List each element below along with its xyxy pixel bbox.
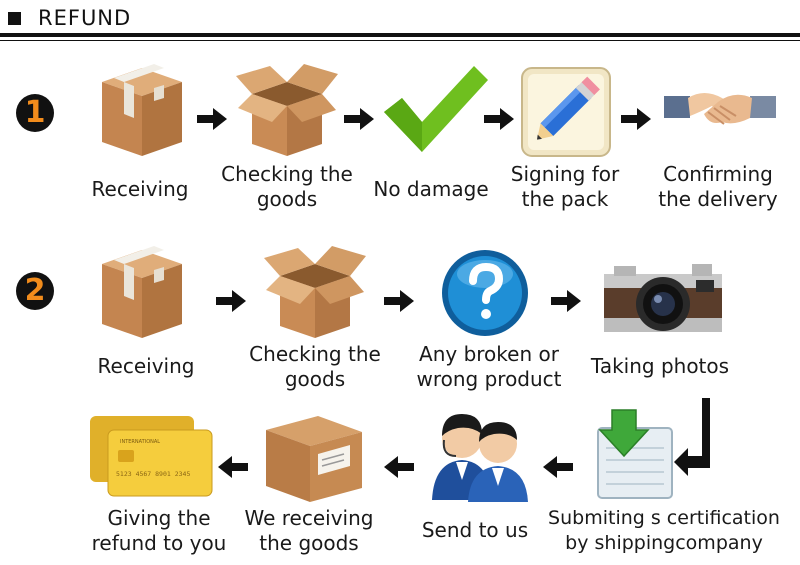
arrow-left-icon [218,456,248,478]
return-label-certification: Submiting s certification by shippingcom… [548,507,780,554]
step-1-label-no-damage: No damage [373,177,489,201]
support-agents-icon [432,414,528,502]
camera-icon [604,264,722,332]
step-2-label-broken: Any broken or wrong product [416,342,562,391]
step-2-label-receiving: Receiving [97,354,195,378]
arrow-left-icon [384,456,414,478]
page-title: REFUND [38,6,132,30]
arrow-right-icon [621,108,651,130]
step-2-label-photos: Taking photos [590,354,730,378]
step-1-label-signing: Signing for the pack [510,162,620,211]
credit-card-icon: INTERNATIONAL 5123 4567 8901 2345 [90,416,213,497]
header-rule-thin [0,40,800,41]
header: REFUND [0,0,800,44]
step-1-label-receiving: Receiving [91,177,189,201]
arrow-right-icon [384,290,414,312]
step-2-badge: 2 [16,272,54,310]
step-1-badge: 1 [16,94,54,132]
arrow-right-icon [344,108,374,130]
header-square-icon [8,12,21,25]
green-checkmark-icon [384,66,488,152]
certificate-download-icon [597,409,673,499]
card-number: 5123 4567 8901 2345 [116,470,190,478]
arrow-right-icon [197,108,227,130]
arrow-right-icon [551,290,581,312]
labeled-box-icon [266,416,362,502]
open-box-icon [236,64,338,156]
arrow-right-icon [484,108,514,130]
pencil-icon [521,67,611,157]
return-label-send-to-us: Send to us [421,518,529,542]
arrow-right-icon [216,290,246,312]
open-box-icon [264,246,366,338]
arrow-down-left-icon [674,398,710,476]
handshake-icon [664,93,776,125]
arrow-left-icon [543,456,573,478]
step-2-label-checking: Checking the goods [249,342,381,391]
card-brand: INTERNATIONAL [120,439,160,445]
return-label-refund: Giving the refund to you [91,506,227,555]
header-rule [0,33,800,37]
return-label-we-receiving: We receiving the goods [244,506,374,555]
step-1-label-checking: Checking the goods [221,162,353,211]
step-1-label-confirming: Confirming the delivery [658,162,778,211]
sealed-box-icon [102,246,182,338]
sealed-box-icon [102,64,182,156]
question-mark-icon [442,250,528,336]
